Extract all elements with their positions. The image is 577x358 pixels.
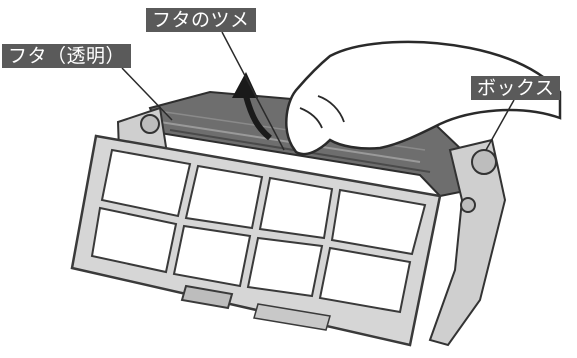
box-label: ボックス bbox=[471, 76, 561, 100]
up-arrow-icon bbox=[232, 72, 272, 141]
front-grid-frame bbox=[70, 134, 442, 347]
leader-lines bbox=[121, 31, 515, 151]
box-bracket-right bbox=[428, 138, 507, 347]
lid-clip-label: フタのツメ bbox=[146, 8, 256, 32]
lid-label: フタ（透明） bbox=[2, 44, 132, 68]
